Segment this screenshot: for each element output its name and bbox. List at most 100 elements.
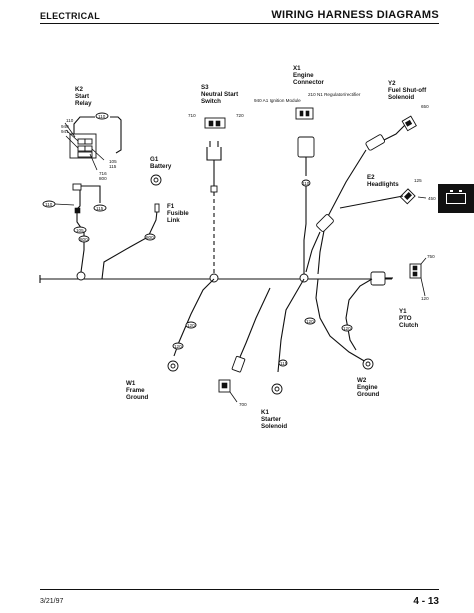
wire-number: 125 [414, 178, 422, 183]
component-id: K1 [261, 409, 269, 416]
starter-plug [231, 355, 246, 373]
relay-terminal [77, 138, 86, 145]
wire-number: 110 [302, 181, 310, 186]
wire-tag [341, 324, 353, 332]
component-name: Switch [201, 98, 221, 105]
wire-number: 710 [188, 113, 196, 118]
connector [72, 183, 82, 191]
connector-pin [412, 271, 418, 277]
wire-number: 940 [61, 124, 69, 129]
component-name: Connector [293, 79, 325, 86]
connector-pin [412, 265, 418, 271]
wire-number: 110 [45, 202, 53, 207]
label-s3: S3 Neutral Start Switch [201, 84, 238, 105]
connector-pin [404, 192, 412, 200]
wire-number: 800 [99, 176, 107, 181]
tag-leader [417, 196, 427, 199]
component-name: Ground [126, 394, 149, 401]
starter-lead [239, 287, 271, 358]
tag-leader [420, 257, 427, 297]
page-title: WIRING HARNESS DIAGRAMS [271, 9, 439, 21]
footer-rule [40, 589, 439, 590]
connector-pin [208, 120, 214, 127]
connector-pin [221, 382, 228, 389]
component-name: Solenoid [388, 94, 414, 101]
wire-number: 110 [98, 114, 106, 119]
wire-number: 800 [80, 237, 88, 242]
wire-number: 115 [96, 206, 104, 211]
splice-node [299, 273, 309, 283]
wire-number: 115 [109, 164, 117, 169]
wire-number: 110 [66, 118, 74, 123]
component-name: Relay [75, 100, 92, 107]
relay-leaders [64, 122, 79, 149]
neutral-switch [206, 141, 222, 161]
engine-lead [303, 186, 307, 274]
wire-number: 941 [61, 129, 69, 134]
relay-bracket [73, 116, 95, 134]
engine-ground-terminal [365, 361, 371, 367]
headlight-plug [316, 214, 334, 232]
section-tab[interactable] [438, 184, 474, 213]
relay-terminal [77, 145, 86, 152]
wire-numbers: 110 940 941 110 105 115 716 800 110 115 … [45, 92, 436, 407]
connector-pin [404, 119, 413, 127]
label-y1: Y1 PTO Clutch [399, 308, 418, 329]
engine-connector [297, 136, 315, 158]
component-id: S3 [201, 84, 209, 91]
wire-tag [172, 342, 184, 350]
component-name: Starter [261, 416, 282, 423]
switch-connector [204, 117, 226, 129]
wire-number: 940 A1 Ignition Module [254, 98, 301, 103]
component-id: W2 [357, 377, 367, 384]
connector-pin [299, 110, 304, 117]
fuel-solenoid-plug [365, 134, 386, 151]
wire-number: 120 [174, 344, 182, 349]
connector [74, 207, 81, 214]
component-name: Frame [126, 387, 145, 394]
component-id: F1 [167, 203, 175, 210]
component-id: W1 [126, 380, 136, 387]
wire-number: 720 [236, 113, 244, 118]
relay-terminal [77, 151, 93, 158]
component-id: X1 [293, 65, 301, 72]
component-id: Y2 [388, 80, 396, 87]
wire-number: 210 N1 Regulator/rectifier [308, 92, 361, 97]
relay-terminal [84, 138, 93, 145]
wire-number: 105 [76, 228, 84, 233]
headlight-lead [305, 195, 404, 273]
splice-node [76, 271, 86, 281]
component-name: Ground [357, 391, 380, 398]
revision-date: 3/21/97 [40, 598, 64, 605]
tag-leader [54, 203, 75, 206]
wire-number: 120 [421, 296, 429, 301]
component-id: Y1 [399, 308, 407, 315]
wire-number: 716 [99, 171, 107, 176]
component-name: Engine [357, 384, 378, 391]
label-e2: E2 Headlights [367, 174, 399, 188]
component-name: Fusible [167, 210, 189, 217]
wire-number: 120 [343, 326, 351, 331]
wire-tag [73, 226, 87, 234]
wire-number: 115 [280, 361, 288, 366]
page-number: 4 - 13 [413, 596, 439, 607]
fuel-solenoid-lead [317, 149, 367, 275]
component-name: Clutch [399, 322, 418, 329]
splice-node [209, 273, 219, 283]
wire-tag [95, 112, 109, 120]
component-name: Headlights [367, 181, 399, 188]
component-id: E2 [367, 174, 375, 181]
relay-harness-lead [80, 185, 101, 203]
wire-number: 120 [187, 323, 195, 328]
label-x1: X1 Engine Connector [293, 65, 325, 86]
label-w2: W2 Engine Ground [357, 377, 380, 398]
connector [210, 185, 218, 193]
pto-lead [345, 278, 373, 351]
wire-number: 750 [427, 254, 435, 259]
frame-ground-terminal [170, 363, 176, 369]
wire-tag [304, 317, 316, 325]
label-y2: Y2 Fuel Shut-off Solenoid [388, 80, 427, 101]
battery-icon [446, 190, 466, 204]
wire-tag [93, 204, 107, 212]
component-name: Battery [150, 163, 172, 170]
